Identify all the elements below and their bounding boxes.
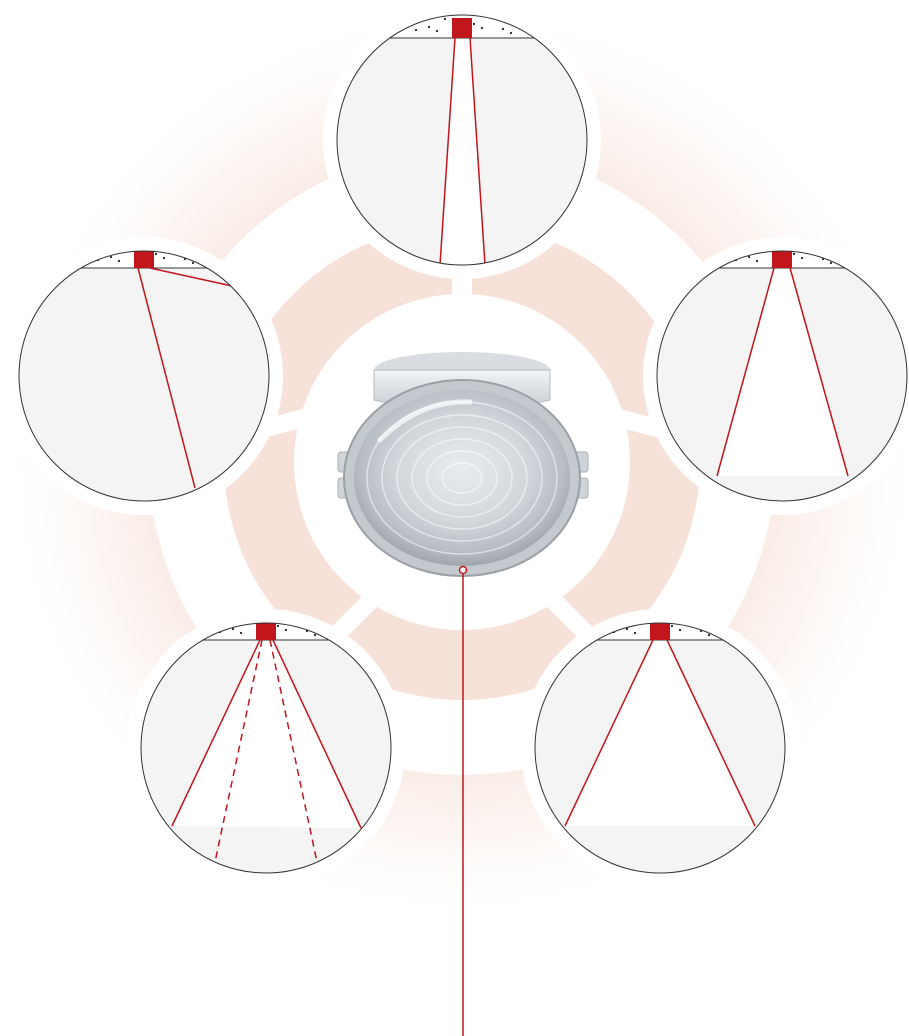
asymmetric-beam-icon (5, 237, 283, 515)
dual-beam-icon (127, 609, 405, 887)
led-reflector-lens-icon (338, 352, 588, 576)
narrow-beam-icon (323, 1, 601, 279)
wide-beam-icon (521, 609, 799, 887)
medium-beam-icon (643, 237, 909, 515)
